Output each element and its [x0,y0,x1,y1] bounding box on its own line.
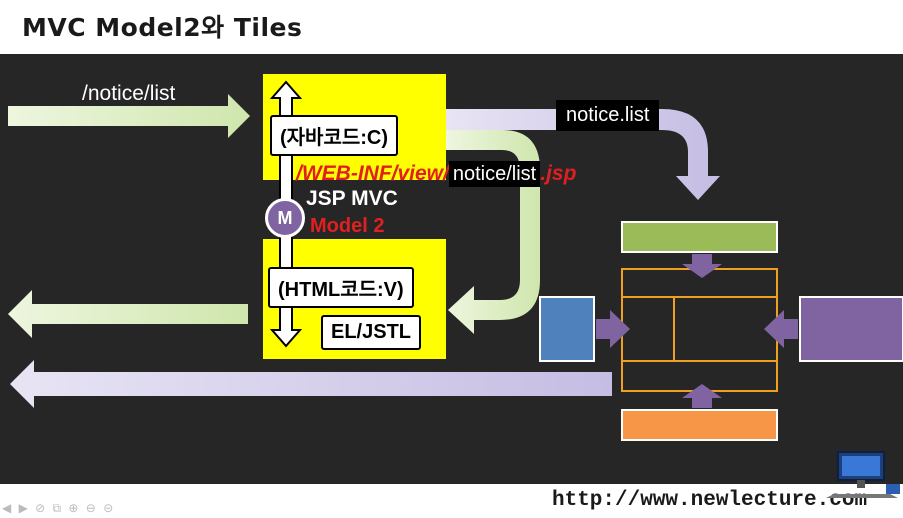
tiles-layout [539,221,903,441]
model2-label: Model 2 [310,215,385,237]
tiles-footer-block [621,409,778,441]
tiles-header-block [621,221,778,253]
slide-title: MVC Model2와 Tiles [22,13,303,42]
tiles-definition-label: notice.list [556,100,660,131]
request-arrow [8,94,250,138]
view-path: /WEB-INF/view/notice/list.jsp [296,161,577,187]
footer-inject-arrow [682,384,722,408]
view-label: (HTML코드:V) [268,267,414,308]
diagram-stage: /notice/list (자바코드:C) (HTML코드:V) EL/JSTL… [0,54,903,484]
model-badge: M [265,198,305,238]
forward-to-view-arrow [446,130,540,334]
tiles-frame [621,268,778,392]
left-inject-arrow [596,310,630,348]
tiles-right-block [799,296,903,362]
el-jstl-label: EL/JSTL [321,315,422,350]
right-inject-arrow [764,310,798,348]
view-path-name: notice/list [448,161,541,187]
diagram-canvas [8,74,903,441]
request-url-label: /notice/list [82,82,176,105]
player-controls[interactable]: ◀ ▶ ⊘ ⧉ ⊕ ⊖ ⊝ [2,501,116,515]
computer-monitor-icon [826,451,900,498]
tiles-response-arrow [10,360,612,408]
response-arrow [8,290,248,338]
footer-url: http://www.newlecture.com [552,489,868,512]
view-path-prefix: /WEB-INF/view/ [296,162,449,185]
jsp-mvc-label: JSP MVC [306,187,398,210]
controller-label: (자바코드:C) [270,115,399,156]
tiles-left-block [539,296,595,362]
header-inject-arrow [682,254,722,278]
view-path-ext: .jsp [540,162,577,185]
